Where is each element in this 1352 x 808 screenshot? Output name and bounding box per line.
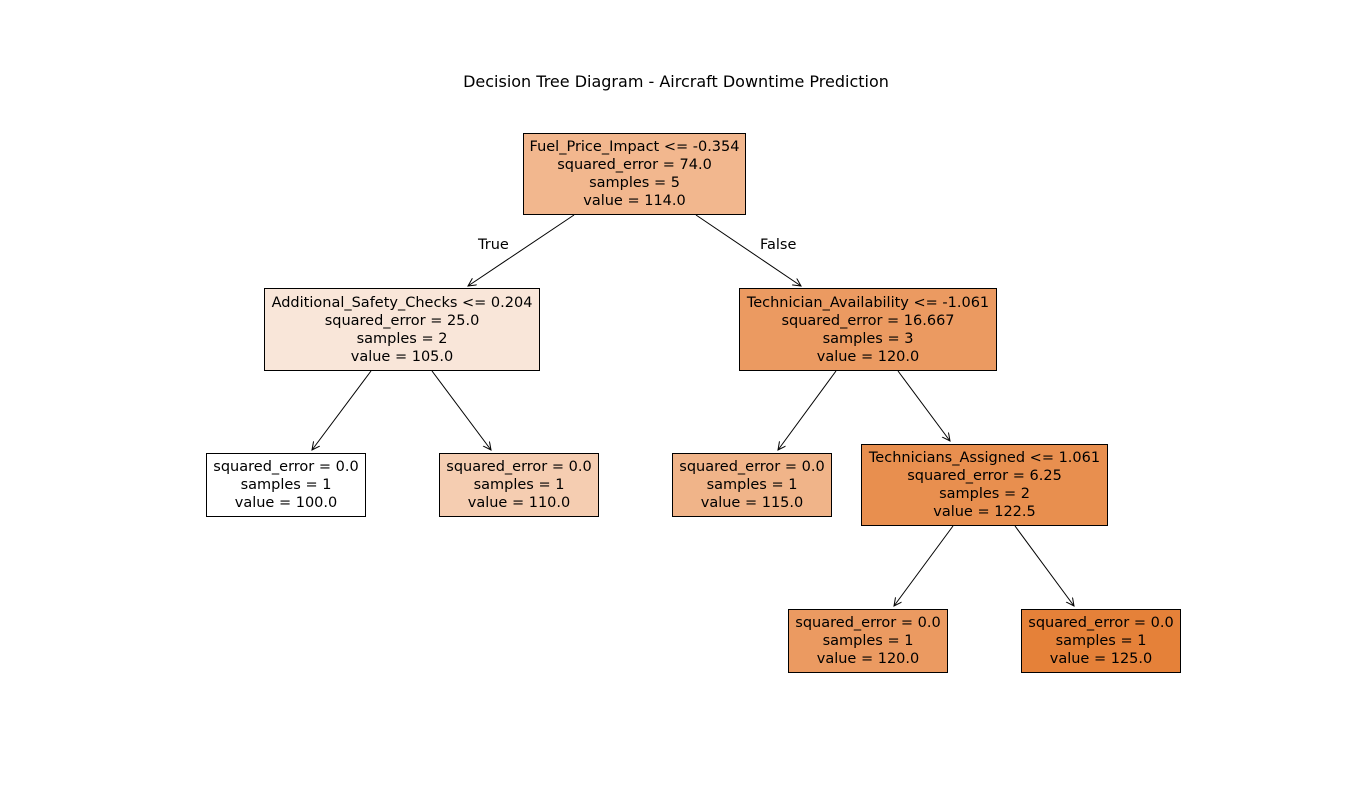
node-right: Technician_Availability <= -1.061 square… [739,288,997,371]
node-rr-line-2: squared_error = 6.25 [907,468,1062,484]
edge-left-lr [431,370,491,450]
node-right-right-left: squared_error = 0.0 samples = 1 value = … [788,609,948,673]
diagram-title: Decision Tree Diagram - Aircraft Downtim… [463,72,889,91]
node-ll-line-1: squared_error = 0.0 [213,459,359,475]
node-lr-line-3: value = 110.0 [467,495,571,511]
edge-right-rr [897,370,950,441]
edge-label-true: True [478,237,509,253]
node-left-line-1: Additional_Safety_Checks <= 0.204 [271,294,533,311]
node-right-line-3: samples = 3 [822,330,914,347]
node-rrl-line-1: squared_error = 0.0 [795,615,941,631]
edge-root-right [695,214,801,286]
edge-left-ll [312,370,372,450]
node-root: Fuel_Price_Impact <= -0.354 squared_erro… [523,133,746,215]
node-right-line-1: Technician_Availability <= -1.061 [746,294,990,311]
node-lr-line-2: samples = 1 [473,477,565,493]
node-rr-line-4: value = 122.5 [933,504,1036,520]
node-left-line-4: value = 105.0 [350,348,454,365]
edge-rr-rrl [894,525,954,606]
node-left: Additional_Safety_Checks <= 0.204 square… [264,288,540,371]
node-ll-line-3: value = 100.0 [234,495,338,511]
edge-label-false: False [760,237,797,253]
node-rrl-line-3: value = 120.0 [816,651,920,667]
node-rrr-line-2: samples = 1 [1055,633,1147,649]
node-left-left: squared_error = 0.0 samples = 1 value = … [206,453,366,517]
edge-root-left [468,214,575,286]
node-rrr-line-1: squared_error = 0.0 [1028,615,1174,631]
node-rrl-line-2: samples = 1 [822,633,914,649]
node-rl-line-2: samples = 1 [706,477,798,493]
node-right-left: squared_error = 0.0 samples = 1 value = … [672,453,832,517]
edge-right-rl [778,370,837,450]
node-left-line-2: squared_error = 25.0 [324,312,480,329]
node-root-line-3: samples = 5 [589,175,680,191]
node-root-line-4: value = 114.0 [583,193,686,209]
node-rr-line-1: Technicians_Assigned <= 1.061 [868,450,1101,466]
node-right-line-2: squared_error = 16.667 [781,312,955,329]
node-right-right: Technicians_Assigned <= 1.061 squared_er… [861,444,1108,526]
node-root-line-2: squared_error = 74.0 [557,157,712,173]
node-rl-line-1: squared_error = 0.0 [679,459,825,475]
node-lr-line-1: squared_error = 0.0 [446,459,592,475]
node-right-right-right: squared_error = 0.0 samples = 1 value = … [1021,609,1181,673]
node-root-line-1: Fuel_Price_Impact <= -0.354 [529,139,740,155]
node-right-line-4: value = 120.0 [816,348,920,365]
node-ll-line-2: samples = 1 [240,477,332,493]
node-left-right: squared_error = 0.0 samples = 1 value = … [439,453,599,517]
node-rl-line-3: value = 115.0 [700,495,804,511]
node-rrr-line-3: value = 125.0 [1049,651,1153,667]
edge-rr-rrr [1014,525,1074,606]
node-rr-line-3: samples = 2 [939,486,1030,502]
node-left-line-3: samples = 2 [356,330,448,347]
